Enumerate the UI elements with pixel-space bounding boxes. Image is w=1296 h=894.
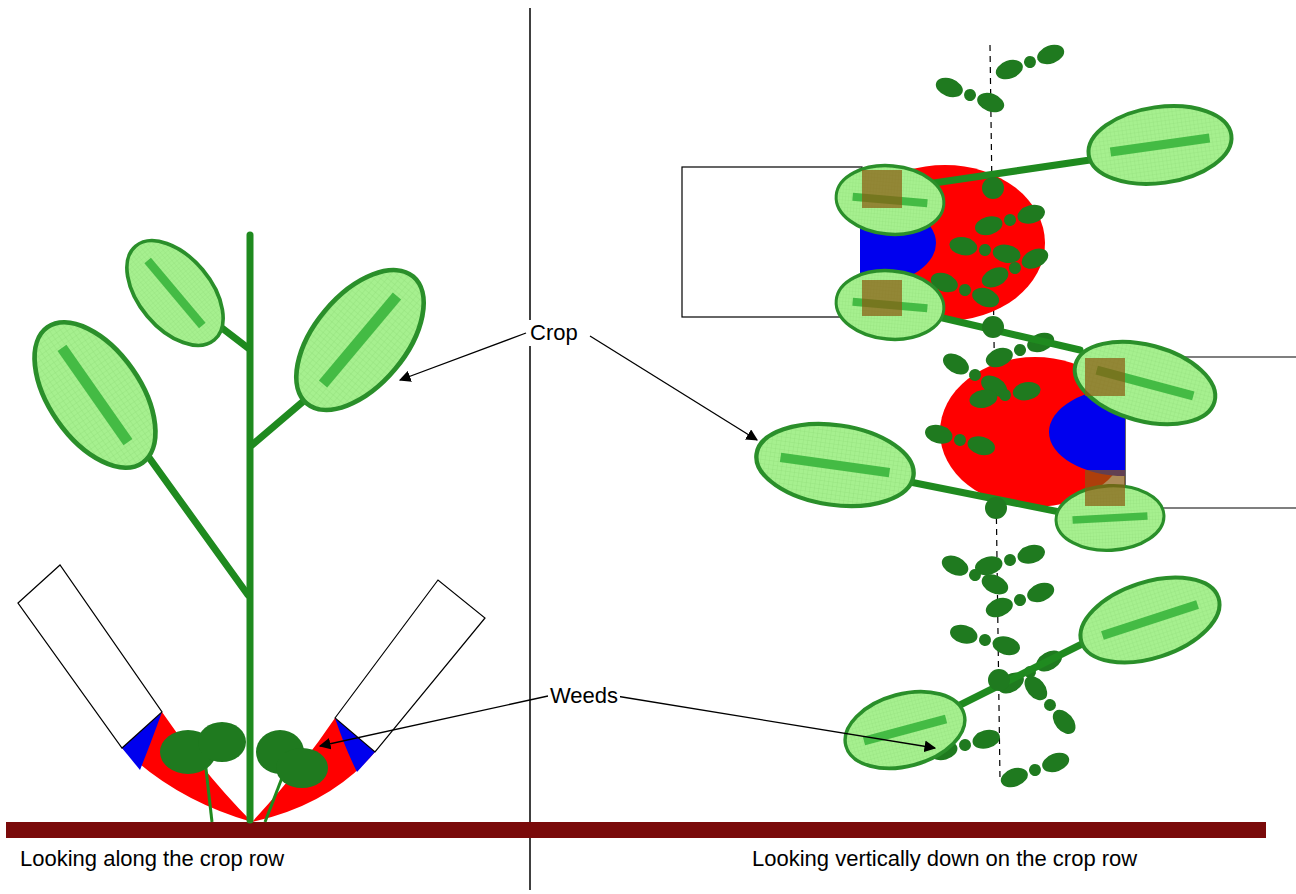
crop-label: Crop (528, 320, 580, 346)
view-caption: Looking vertically down on the crop row (750, 846, 1139, 872)
weeds-label: Weeds (548, 683, 620, 709)
view-caption: Looking along the crop row (18, 846, 286, 872)
